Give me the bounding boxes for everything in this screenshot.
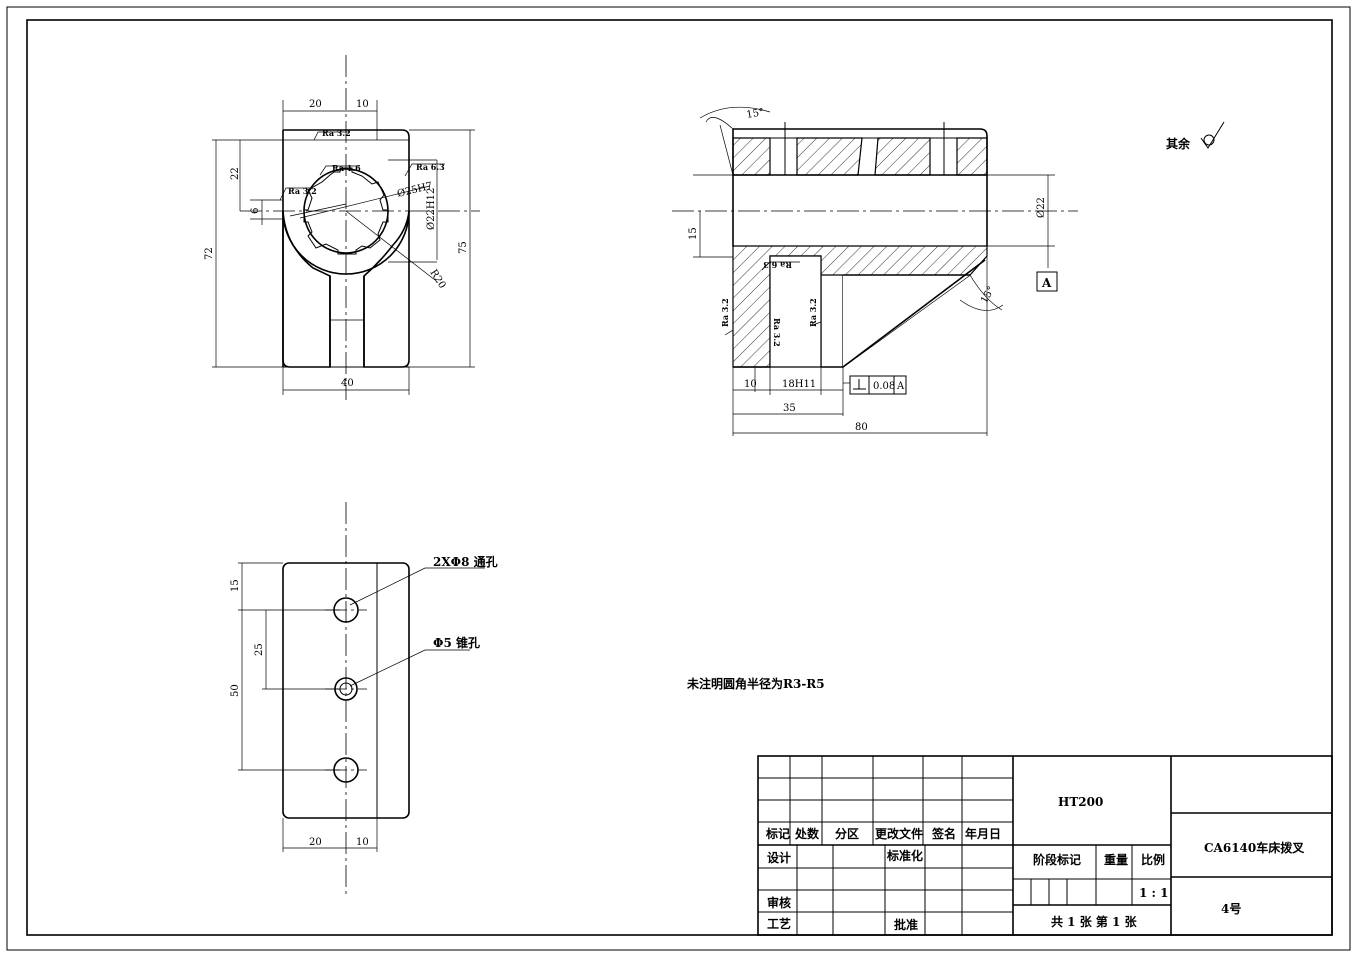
roughness-ra32-a: Ra 3.2: [322, 128, 351, 138]
roughness-side-ra63: Ra 6.3: [763, 260, 792, 270]
sheet-count: 共 1 张 第 1 张: [1051, 914, 1138, 929]
dim-bottom-10: 10: [356, 837, 369, 848]
header-change-doc: 更改文件: [875, 826, 923, 841]
roughness-side-ra32-2: Ra 3.2: [772, 318, 782, 347]
roughness-ra63: Ra 6.3: [416, 162, 445, 172]
header-sign: 签名: [931, 826, 956, 841]
dim-bottom-50: 50: [230, 684, 241, 697]
roughness-ra32-b: Ra 3.2: [288, 186, 317, 196]
header-zone: 分区: [835, 826, 859, 841]
roughness-side-ra32-1: Ra 3.2: [720, 298, 730, 327]
dim-top-22: 22: [230, 167, 241, 180]
dim-bottom-20: 20: [309, 837, 322, 848]
process-label: 工艺: [767, 916, 791, 931]
section-view: [672, 106, 1078, 436]
dim-top-10: 10: [356, 99, 369, 110]
dim-side-35: 35: [783, 403, 796, 414]
callout-taper-hole: Φ5 锥孔: [433, 635, 480, 650]
dim-top-72: 72: [204, 247, 215, 260]
dim-side-slot: 18H11: [782, 379, 816, 390]
roughness-rest-label: 其余: [1166, 136, 1191, 151]
roughness-rest-symbol: [1200, 121, 1225, 149]
title-block: [757, 755, 1333, 936]
dim-side-80: 80: [855, 422, 868, 433]
part-name: CA6140车床拨叉: [1204, 840, 1305, 855]
dim-bottom-15: 15: [230, 579, 241, 592]
dim-side-d22: Ø22: [1036, 197, 1047, 218]
dim-top-r20: R20: [427, 268, 447, 291]
dim-top-6: 6: [250, 208, 261, 214]
scale-label: 比例: [1141, 852, 1165, 867]
roughness-side-ra32-3: Ra 3.2: [808, 298, 818, 327]
outer-border: [6, 6, 1351, 951]
dim-top-d22: Ø22H12: [426, 188, 437, 230]
dim-top-75: 75: [458, 241, 469, 254]
approve-label: 批准: [894, 917, 918, 932]
callout-through-holes: 2XΦ8 通孔: [433, 554, 498, 569]
standardize-label: 标准化: [886, 848, 923, 863]
stage-mark-label: 阶段标记: [1033, 852, 1081, 867]
datum-a-label: A: [1041, 276, 1052, 290]
bottom-view: [238, 502, 485, 895]
inner-border: [26, 19, 1333, 936]
dim-bottom-25: 25: [254, 643, 265, 656]
tolerance-ref: A: [896, 381, 905, 392]
dim-top-40: 40: [341, 378, 354, 389]
drawing-number: 4号: [1221, 901, 1241, 916]
dim-side-15: 15: [688, 227, 699, 240]
dim-side-angle-bottom: 15°: [979, 285, 997, 306]
fillet-note: 未注明圆角半径为R3-R5: [686, 676, 825, 691]
tolerance-value: 0.08: [873, 381, 895, 392]
roughness-ra16: Ra 1.6: [332, 163, 361, 173]
scale-value: 1 : 1: [1139, 886, 1168, 900]
review-label: 审核: [767, 895, 791, 910]
weight-label: 重量: [1104, 852, 1128, 867]
dim-side-10: 10: [744, 379, 757, 390]
material: HT200: [1058, 795, 1103, 809]
dim-top-20: 20: [309, 99, 322, 110]
design-label: 设计: [767, 850, 791, 865]
header-mark: 标记: [765, 826, 790, 841]
header-date: 年月日: [965, 826, 1001, 841]
dim-side-angle-top: 15°: [746, 107, 765, 121]
top-view: [212, 55, 480, 400]
header-count: 处数: [794, 826, 820, 841]
